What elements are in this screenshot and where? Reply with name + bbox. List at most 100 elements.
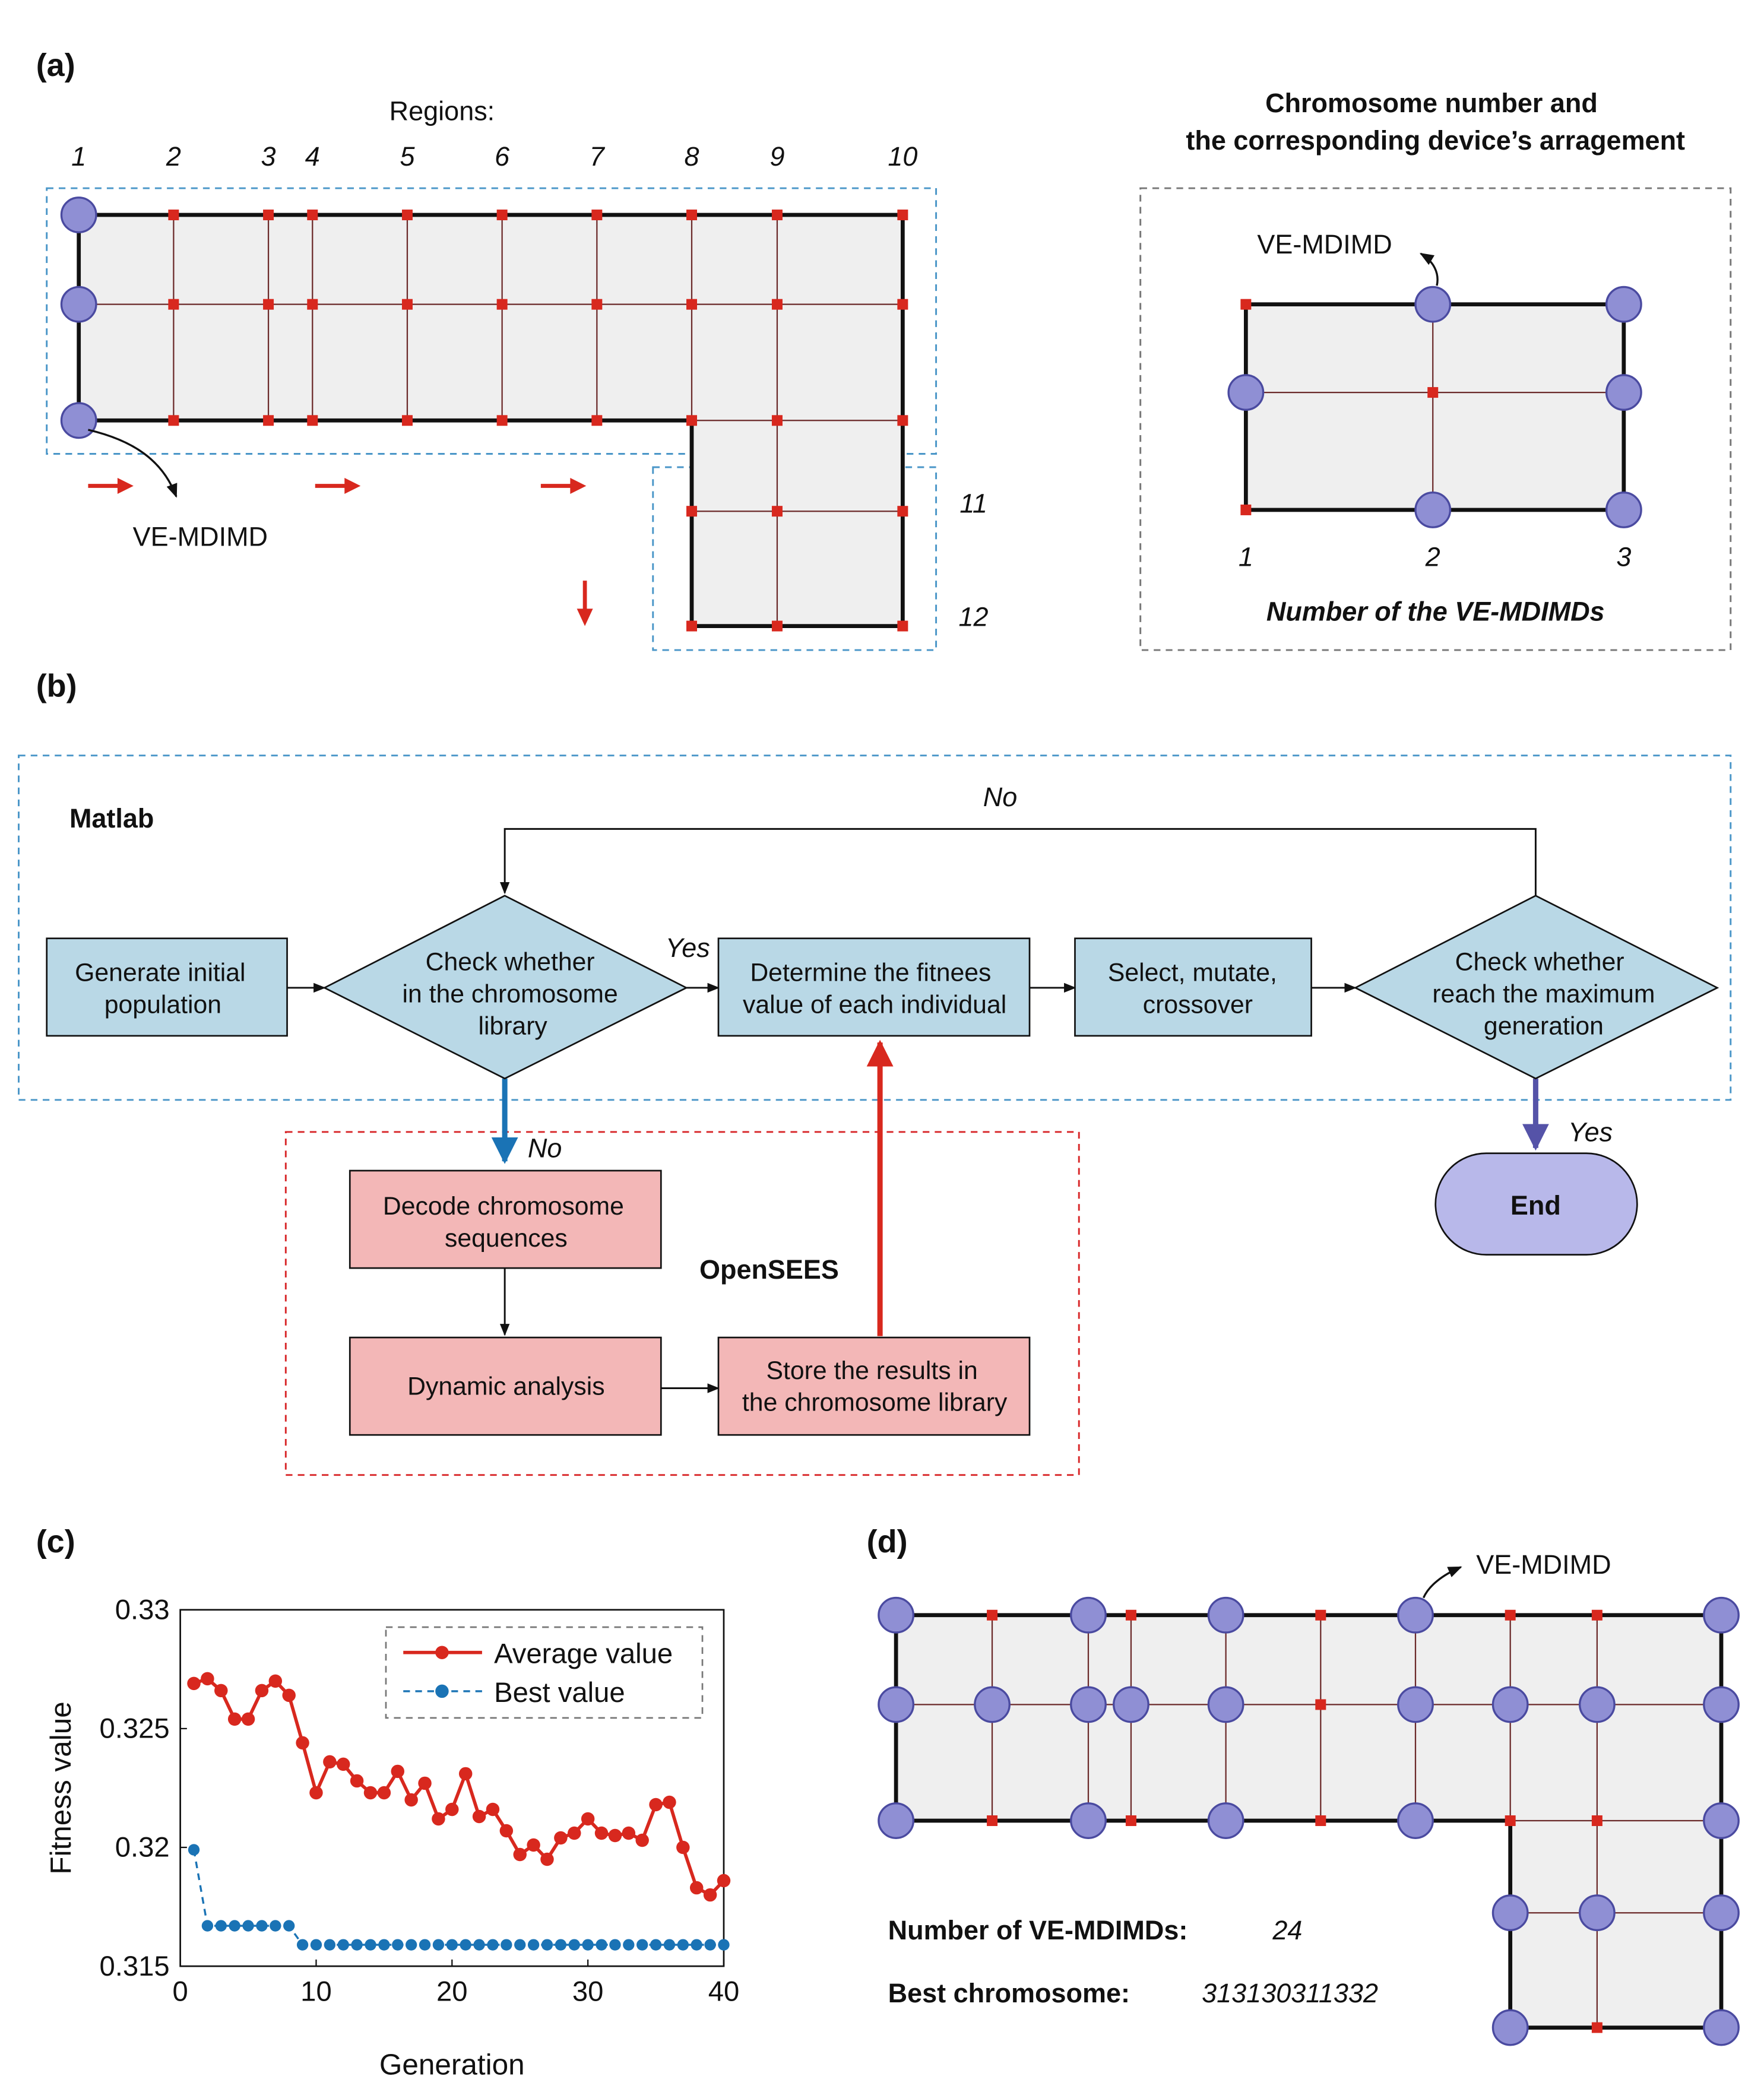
- region-box-main: [46, 187, 938, 455]
- data-point-series-1: [487, 1939, 499, 1951]
- diamond-generation-line2: reach the maximum: [1432, 980, 1655, 1009]
- data-point-series-1: [718, 1939, 730, 1951]
- box-select-line1: Select, mutate,: [1108, 959, 1277, 987]
- end-terminal: End: [1434, 1152, 1638, 1256]
- data-point-series-1: [378, 1939, 390, 1951]
- data-point-series-1: [596, 1939, 607, 1951]
- region-number-9: 9: [769, 141, 784, 172]
- data-point-series-1: [609, 1939, 621, 1951]
- box-fitness: Determine the fitnees value of each indi…: [717, 937, 1031, 1037]
- y-tick-label: 0.315: [99, 1951, 169, 1982]
- box-store-line1: Store the results in: [767, 1356, 978, 1385]
- best-value: 313130311332: [1202, 1978, 1378, 2008]
- region-number-8: 8: [685, 141, 699, 172]
- x-tick-label: 10: [300, 1976, 332, 2008]
- data-point-series-1: [650, 1939, 662, 1951]
- region-number-1: 1: [71, 141, 86, 172]
- data-point-series-1: [582, 1939, 594, 1951]
- data-point-series-1: [296, 1939, 309, 1951]
- data-point-series-0: [432, 1812, 445, 1826]
- label-no-top: No: [983, 782, 1018, 812]
- region-number-4: 4: [305, 141, 320, 172]
- data-point-series-0: [377, 1786, 391, 1800]
- best-label: Best chromosome:: [888, 1978, 1130, 2008]
- panel-b-label: (b): [36, 668, 77, 704]
- connector-loop-back: [499, 828, 1537, 896]
- y-tick-label: 0.33: [115, 1595, 170, 1626]
- data-point-series-0: [418, 1776, 432, 1790]
- device-pointer-d: [1422, 1566, 1462, 1599]
- regions-title: Regions:: [389, 96, 495, 126]
- box-fitness-line1: Determine the fitnees: [750, 959, 991, 987]
- diamond-generation-line3: generation: [1484, 1012, 1604, 1041]
- box-decode-line1: Decode chromosome: [383, 1192, 624, 1221]
- data-point-series-1: [473, 1939, 485, 1951]
- data-point-series-1: [446, 1939, 458, 1951]
- count-label: Number of VE-MDIMDs:: [888, 1915, 1188, 1945]
- data-point-series-0: [336, 1757, 350, 1771]
- data-point-series-1: [270, 1920, 281, 1932]
- legend-device-label: VE-MDIMD: [1257, 229, 1392, 259]
- y-tick-label: 0.325: [99, 1713, 169, 1745]
- x-axis-label: Generation: [379, 2048, 525, 2081]
- region-numbers: 1 2 3 4 5 6 7 8 9 10 11 12: [71, 141, 988, 632]
- data-point-series-0: [282, 1688, 296, 1703]
- data-point-series-0: [649, 1798, 663, 1812]
- data-point-series-0: [268, 1674, 283, 1688]
- x-tick-label: 0: [172, 1976, 188, 2008]
- data-point-series-0: [717, 1874, 731, 1888]
- diamond-library-line3: library: [478, 1012, 547, 1041]
- data-point-series-0: [689, 1881, 704, 1895]
- data-point-series-0: [499, 1824, 514, 1838]
- legend-marker-1: [435, 1684, 449, 1698]
- box-fitness-line2: value of each individual: [743, 991, 1006, 1019]
- data-point-series-1: [351, 1939, 363, 1951]
- data-point-series-0: [214, 1684, 228, 1698]
- region-box-side: [652, 466, 938, 651]
- legend-structure: [1243, 302, 1626, 512]
- data-point-series-0: [363, 1786, 378, 1800]
- legend-box: [1139, 187, 1732, 651]
- panel-b: (b) Matlab OpenSEES Generate initial pop…: [18, 668, 1732, 1476]
- data-point-series-0: [296, 1736, 309, 1750]
- series-line-1: [192, 1849, 724, 1946]
- region-number-3: 3: [261, 141, 276, 172]
- data-point-series-0: [201, 1672, 214, 1686]
- data-point-series-1: [527, 1939, 540, 1951]
- y-tick-label: 0.32: [115, 1832, 170, 1863]
- data-point-series-1: [256, 1920, 268, 1932]
- region-number-6: 6: [495, 141, 510, 172]
- data-point-series-1: [188, 1844, 200, 1856]
- data-point-series-0: [540, 1852, 554, 1866]
- x-tick-label: 40: [708, 1976, 740, 2008]
- data-point-series-1: [229, 1920, 240, 1932]
- data-point-series-1: [514, 1939, 526, 1951]
- y-axis-label: Fitness value: [45, 1701, 77, 1874]
- data-point-series-1: [201, 1920, 214, 1932]
- panel-d: (d): [867, 1524, 1740, 2046]
- panel-a: (a) Regions: 1 2 3 4 5 6 7 8 9 10 11 12: [36, 47, 1732, 651]
- data-point-series-1: [283, 1920, 295, 1932]
- legend-entry-0: Average value: [494, 1638, 673, 1670]
- region-number-12: 12: [959, 602, 989, 632]
- data-point-series-0: [391, 1764, 405, 1779]
- floor-grid-a: [78, 215, 903, 626]
- nodes-d: [987, 1609, 1603, 2033]
- panel-d-label: (d): [867, 1524, 908, 1559]
- data-point-series-1: [623, 1939, 635, 1951]
- data-point-series-0: [676, 1840, 690, 1855]
- box-store: Store the results in the chromosome libr…: [717, 1336, 1031, 1436]
- data-point-series-1: [405, 1939, 417, 1951]
- opensees-region: [284, 1131, 1080, 1476]
- panel-c-label: (c): [36, 1524, 75, 1559]
- box-dynamic-line1: Dynamic analysis: [407, 1372, 604, 1401]
- data-point-series-0: [486, 1802, 500, 1817]
- series-line-0: [193, 1676, 726, 1897]
- x-tick-label: 20: [436, 1976, 468, 2008]
- devices-d: [878, 1596, 1740, 2046]
- data-point-series-1: [568, 1939, 580, 1951]
- end-label: End: [1510, 1190, 1561, 1221]
